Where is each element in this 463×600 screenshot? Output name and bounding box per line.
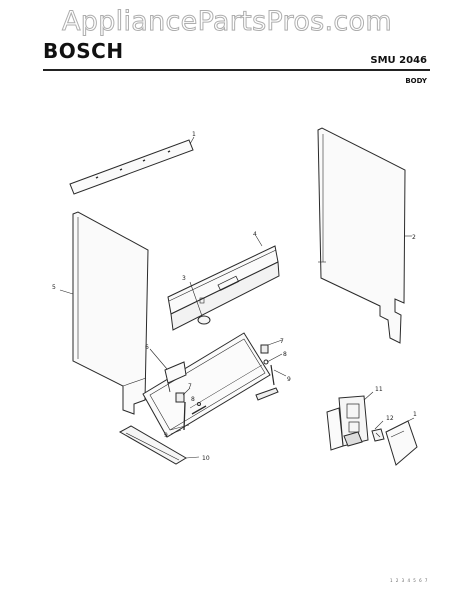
- callout-1b: 1: [413, 411, 417, 418]
- callout-12: 12: [386, 415, 394, 422]
- part-front-rail: [167, 235, 280, 331]
- model-number: SMU 2046: [370, 55, 427, 66]
- part-bracket: [149, 348, 187, 393]
- callout-1: 1: [192, 131, 196, 138]
- callout-10: 10: [202, 455, 210, 462]
- header-rule: [43, 69, 430, 71]
- watermark: AppliancePartsPros.com: [62, 6, 393, 38]
- callout-labels: 1 2 3 4 5 6 7 8 9 7 8 9 10 11 12 1: [52, 131, 417, 462]
- callout-11: 11: [375, 386, 383, 393]
- part-door-latch: [326, 391, 374, 451]
- part-knob: [189, 281, 211, 325]
- callout-7: 7: [280, 338, 284, 345]
- part-screws-left: [170, 387, 201, 435]
- footer-code: 1 2 3 4 5 6 7: [390, 578, 429, 583]
- callout-3: 3: [182, 275, 186, 282]
- callout-4: 4: [253, 231, 257, 238]
- brand-logo: BOSCH: [43, 39, 124, 63]
- part-left-side-panel: [59, 211, 149, 415]
- callout-8: 8: [283, 351, 287, 358]
- callout-9b: 9: [164, 432, 168, 439]
- callout-5: 5: [52, 284, 56, 291]
- callout-6: 6: [145, 344, 149, 351]
- section-title: BODY: [405, 77, 427, 85]
- part-base-frame: [142, 332, 271, 438]
- part-right-side-panel: [317, 127, 412, 344]
- callout-2: 2: [412, 234, 416, 241]
- part-top-strip: [69, 136, 195, 195]
- part-latch-cover: [385, 417, 418, 466]
- callout-9: 9: [287, 376, 291, 383]
- part-hinge-clips: [255, 339, 287, 401]
- callout-8b: 8: [191, 396, 195, 403]
- part-connector: [371, 420, 385, 442]
- callout-7b: 7: [188, 383, 192, 390]
- part-foot-rail: [118, 425, 200, 465]
